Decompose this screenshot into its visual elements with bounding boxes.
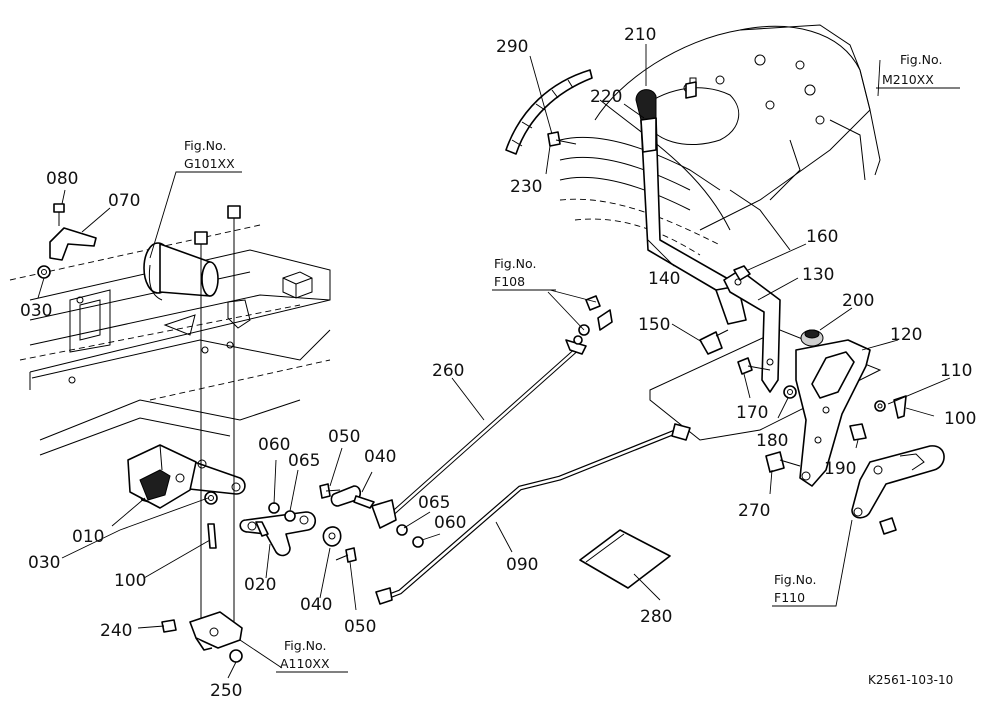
drawing-code: K2561-103-10 [868, 673, 953, 687]
pedal-shaft [143, 242, 219, 301]
callout-280: 280 [640, 607, 672, 627]
callout-150: 150 [638, 315, 670, 335]
fig-ref-label: Fig.No. [774, 572, 816, 587]
fig-ref-label: Fig.No. [184, 138, 226, 153]
fig-ref-label: Fig.No. [494, 256, 536, 271]
callout-260: 260 [432, 361, 464, 381]
callout-050: 050 [328, 427, 360, 447]
callout-110: 110 [940, 361, 972, 381]
callout-060: 060 [258, 435, 290, 455]
callout-170: 170 [736, 403, 768, 423]
callout-040: 040 [300, 595, 332, 615]
leader-lines [37, 44, 960, 679]
fender-structure-right [559, 24, 881, 256]
callout-130: 130 [802, 265, 834, 285]
callout-200: 200 [842, 291, 874, 311]
callout-190: 190 [824, 459, 856, 479]
callout-065: 065 [418, 493, 450, 513]
callout-030: 030 [28, 553, 60, 573]
callout-060: 060 [434, 513, 466, 533]
callout-140: 140 [648, 269, 680, 289]
grip-band-290 [505, 69, 593, 155]
callout-270: 270 [738, 501, 770, 521]
pedal-arm-010 [127, 444, 246, 509]
frame-structure-left [9, 224, 331, 456]
callout-290: 290 [496, 37, 528, 57]
callout-065: 065 [288, 451, 320, 471]
fig-ref-number: G101XX [184, 156, 235, 171]
callout-090: 090 [506, 555, 538, 575]
callout-040: 040 [364, 447, 396, 467]
fig-ref-number: A110XX [280, 656, 330, 671]
callout-labels: 080 070 030 010 030 100 020 060 065 050 … [20, 25, 976, 701]
callout-030: 030 [20, 301, 52, 321]
fig-ref-label: Fig.No. [284, 638, 326, 653]
callout-010: 010 [72, 527, 104, 547]
callout-160: 160 [806, 227, 838, 247]
lever-f110 [851, 445, 945, 519]
fig-ref-number: M210XX [882, 72, 934, 87]
decal-280 [579, 529, 671, 589]
callout-220: 220 [590, 87, 622, 107]
rod-090 [375, 423, 691, 605]
callout-100: 100 [114, 571, 146, 591]
callout-230: 230 [510, 177, 542, 197]
fig-ref-label: Fig.No. [900, 52, 942, 67]
callout-180: 180 [756, 431, 788, 451]
callout-240: 240 [100, 621, 132, 641]
callout-050: 050 [344, 617, 376, 637]
callout-120: 120 [890, 325, 922, 345]
fig-ref-number: F108 [494, 274, 525, 289]
callout-020: 020 [244, 575, 276, 595]
callout-210: 210 [624, 25, 656, 45]
callout-070: 070 [108, 191, 140, 211]
fig-ref-number: F110 [774, 590, 805, 605]
callout-100: 100 [944, 409, 976, 429]
bracket-130 [723, 269, 781, 393]
plate-120 [795, 339, 871, 487]
rod-260 [371, 339, 587, 529]
callout-080: 080 [46, 169, 78, 189]
figure-references: Fig.No. G101XX Fig.No. M210XX Fig.No. F1… [184, 52, 942, 671]
callout-250: 250 [210, 681, 242, 701]
link-lever-020 [239, 511, 317, 557]
